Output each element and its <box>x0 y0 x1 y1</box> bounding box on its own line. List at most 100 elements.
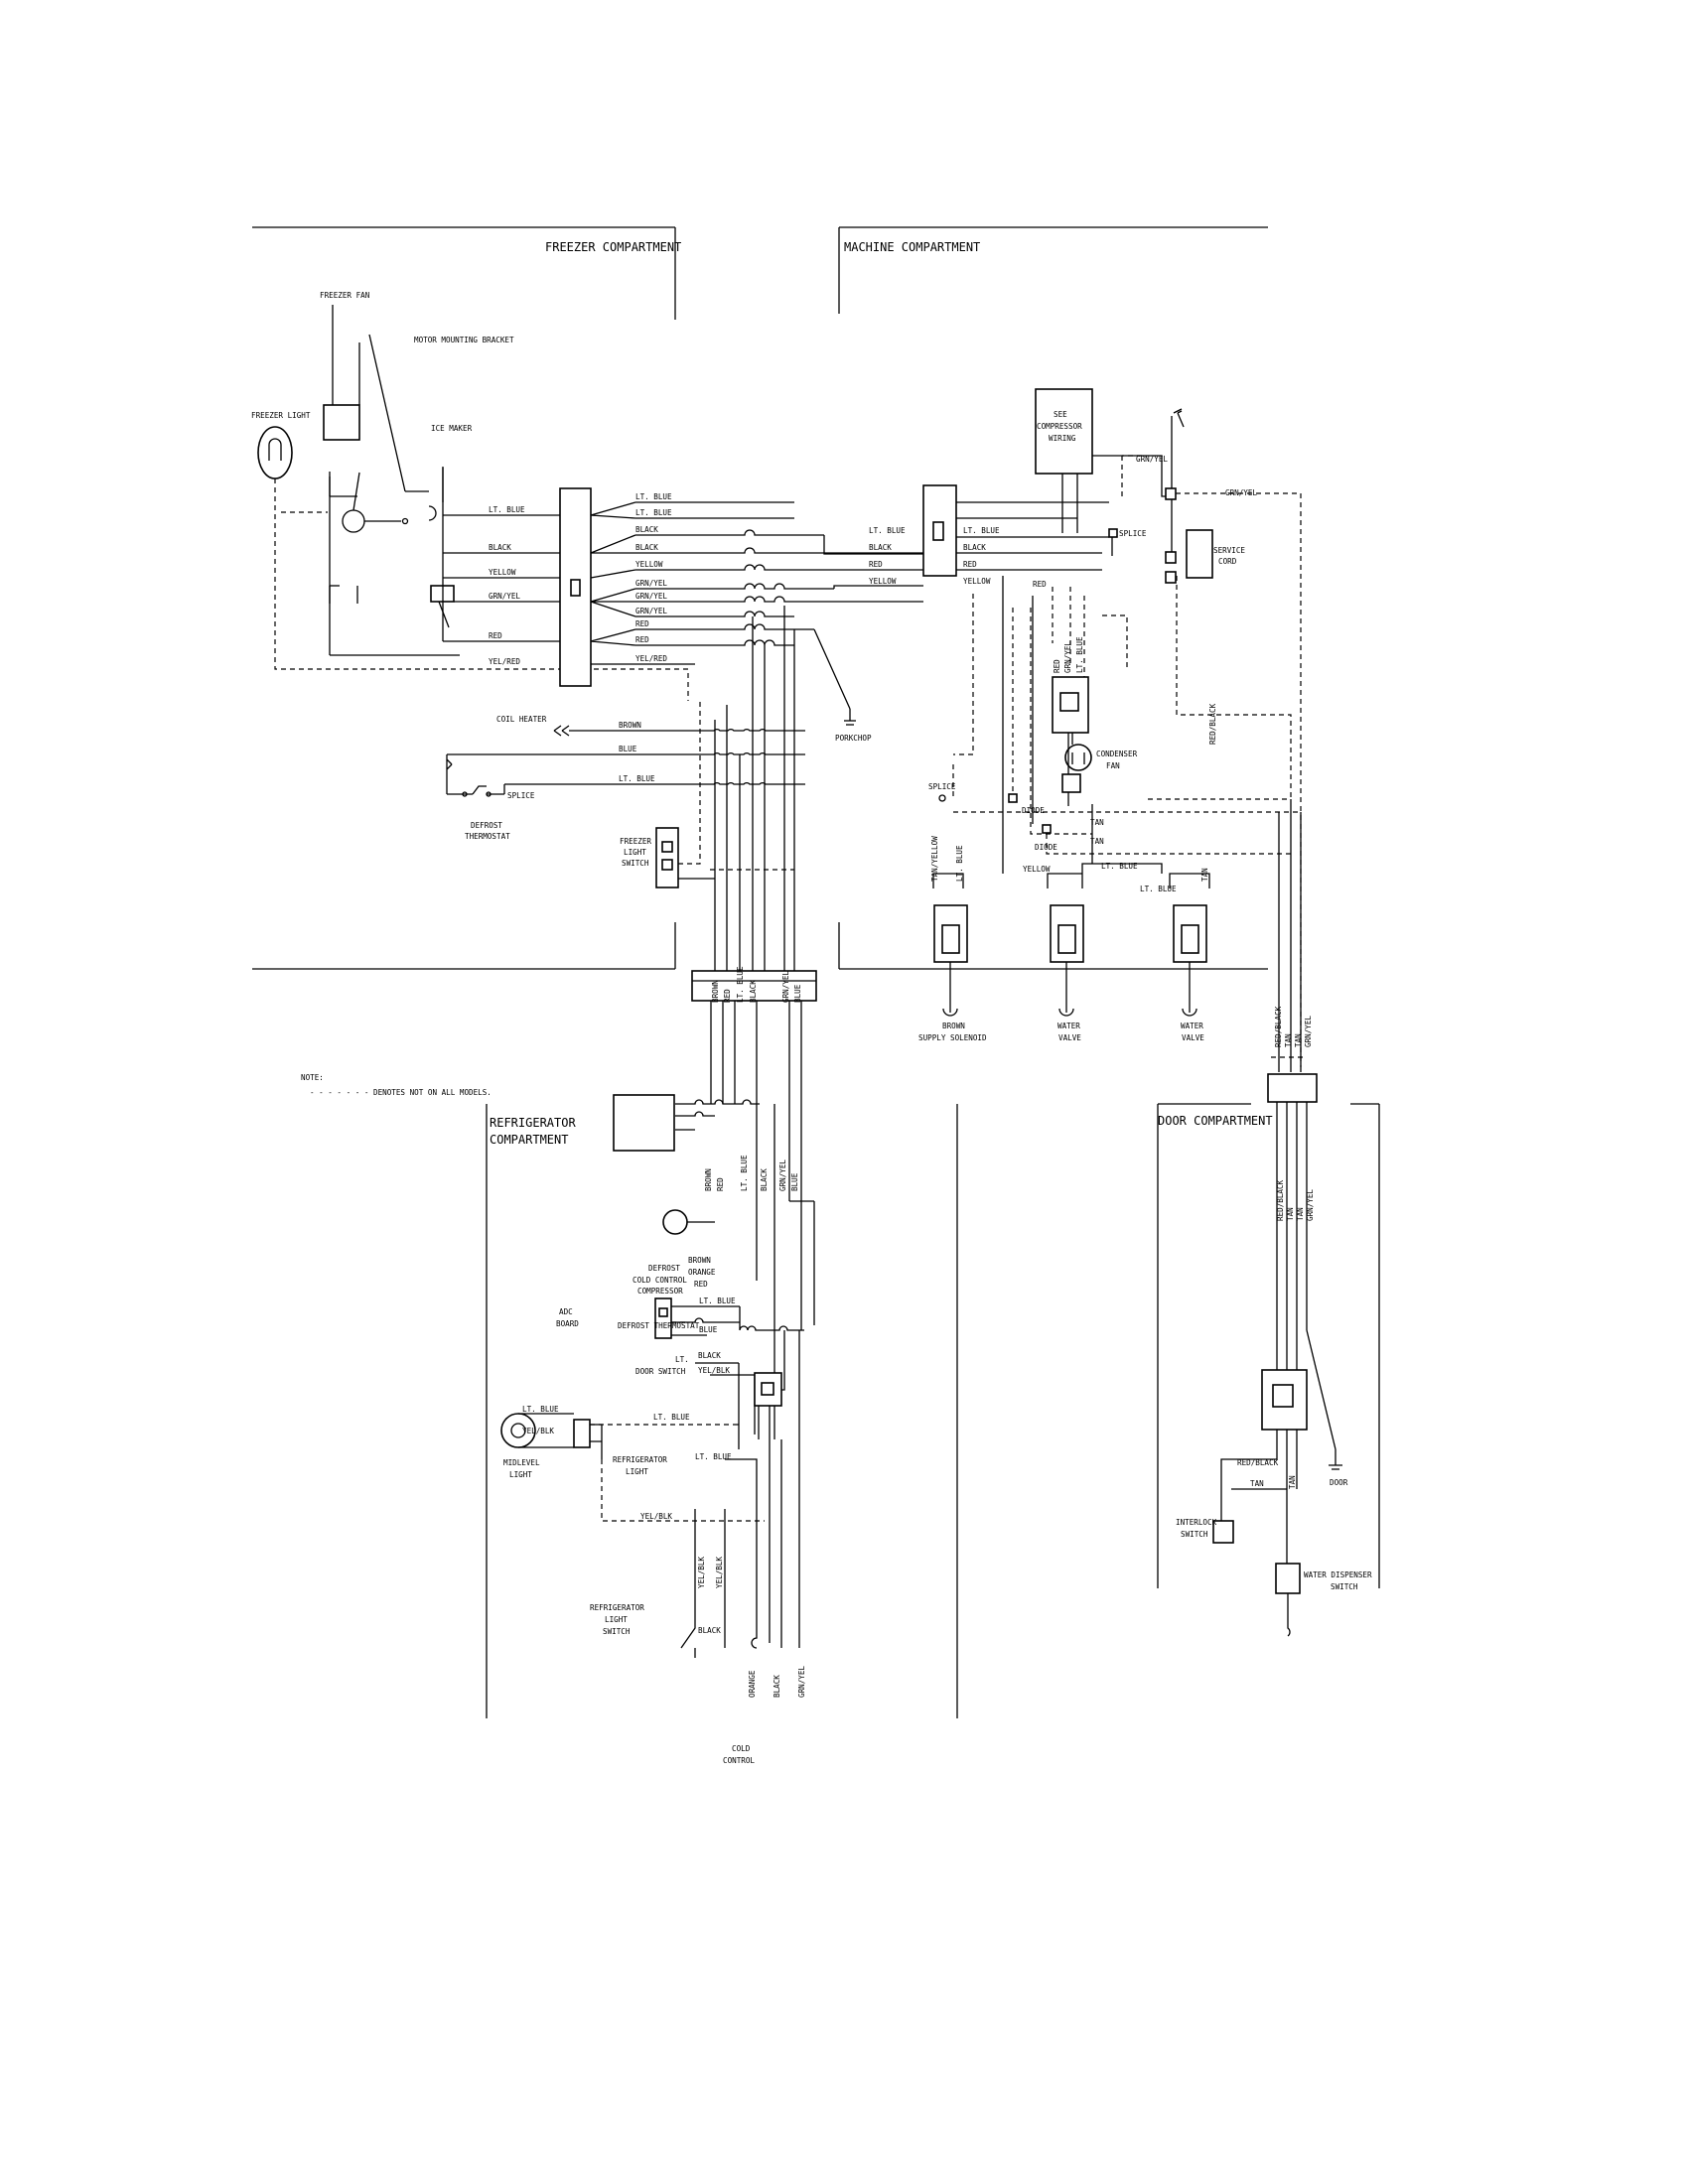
fz-r-wire-1: LT. BLUE <box>635 492 672 501</box>
ref-switch-label-1: REFRIGERATOR <box>590 1603 644 1612</box>
bundle-tan-1: TAN <box>1284 1033 1293 1047</box>
porkchop-ground-icon <box>844 709 856 726</box>
freezer-connector-block <box>559 487 592 687</box>
bottom-wire-black: BLACK <box>773 1675 781 1698</box>
valve-wiring <box>938 576 1301 874</box>
fz-r-wire-6: GRN/YEL <box>635 579 667 588</box>
ref-yelblk-1: YEL/BLK <box>698 1366 730 1375</box>
mc-red-label: RED <box>1033 580 1047 589</box>
door-redblack: RED/BLACK <box>1237 1458 1279 1467</box>
ref-light-bulb <box>662 1209 715 1235</box>
defrost-label-1: DEFROST <box>648 1264 680 1273</box>
adc-board-label-2: BOARD <box>556 1319 579 1328</box>
motor-bracket-label: MOTOR MOUNTING BRACKET <box>414 336 514 344</box>
conn-wire-ltblue: LT. BLUE <box>736 966 745 1003</box>
fz-r-wire-11: YEL/RED <box>635 654 667 663</box>
compressor-label-3: WIRING <box>1049 434 1076 443</box>
refrigerator-harness <box>613 1001 815 1439</box>
bottom-wire-orange: ORANGE <box>748 1670 757 1698</box>
fz-splice-label: SPLICE <box>507 791 535 800</box>
mc-out-ltblue: LT. BLUE <box>963 526 1000 535</box>
central-connector <box>691 970 817 1002</box>
freezer-left-wires <box>442 467 560 642</box>
ref-switch-label-2: LIGHT <box>605 1615 628 1624</box>
fz-wire-black: BLACK <box>489 543 511 552</box>
ref-blue: BLUE <box>699 1325 718 1334</box>
mc-tan-2: TAN <box>1090 837 1104 846</box>
ref-wire-blue: BLUE <box>790 1172 799 1191</box>
condenser-fan-label: CONDENSER <box>1096 750 1138 758</box>
bottom-wire-grnyel: GRN/YEL <box>797 1666 806 1698</box>
section-frames <box>252 226 1380 1718</box>
cold-control-wires <box>769 1330 800 1648</box>
ref-ltblue-4: LT. BLUE <box>695 1452 732 1461</box>
mc-grnyel-2: GRN/YEL <box>1225 488 1257 497</box>
conn-wire-brown: BROWN <box>711 980 720 1003</box>
valve1-label: BROWN <box>942 1022 965 1030</box>
valve1-label-2: SUPPLY SOLENOID <box>918 1033 987 1042</box>
cold-control-label: COLD <box>732 1744 751 1753</box>
ref-wire-brown: BROWN <box>704 1168 713 1191</box>
heater-wire-brown: BROWN <box>619 721 641 730</box>
fz-r-wire-3: BLACK <box>635 525 658 534</box>
fz-wire-red: RED <box>489 631 502 640</box>
mc-out-yellow: YELLOW <box>963 577 991 586</box>
midlevel-light <box>500 1413 765 1658</box>
heater-wire-blue: BLUE <box>619 745 637 753</box>
service-cord-label-1: SERVICE <box>1213 546 1245 555</box>
defrost-label-2: COLD CONTROL <box>633 1276 687 1285</box>
ref-ltblue-2: LT. BLUE <box>522 1405 559 1414</box>
ref-black-2: BLACK <box>698 1626 721 1635</box>
freezer-light-dashed-wire <box>274 478 689 701</box>
door-tan: TAN <box>1250 1479 1264 1488</box>
color-stack-3: RED <box>694 1280 708 1289</box>
compressor-label-2: COMPRESSOR <box>1037 422 1082 431</box>
mc-valve-wire-2: LT. BLUE <box>955 845 964 882</box>
refrigerator-compartment-title-2: COMPARTMENT <box>490 1133 568 1147</box>
bundle-tan-2: TAN <box>1294 1033 1303 1047</box>
valve3-label: WATER <box>1181 1022 1203 1030</box>
fz-r-wire-10: RED <box>635 635 649 644</box>
ref-wire-grnyel: GRN/YEL <box>778 1160 787 1191</box>
freezer-light <box>257 426 293 479</box>
defrost-thermostat-label-2: THERMOSTAT <box>465 832 510 841</box>
ice-maker <box>329 468 460 656</box>
valve3-label-2: VALVE <box>1182 1033 1204 1042</box>
cold-control-label-2: CONTROL <box>723 1756 755 1765</box>
fz-r-wire-4: BLACK <box>635 543 658 552</box>
machine-compartment-title: MACHINE COMPARTMENT <box>844 240 980 254</box>
freezer-fan-label: FREEZER FAN <box>320 291 370 300</box>
door-tan-vertical: TAN <box>1288 1475 1297 1489</box>
defrost-thermostat-ref: DEFROST THERMOSTAT <box>618 1321 700 1330</box>
coil-heater-label: COIL HEATER <box>496 715 547 724</box>
fz-r-wire-7: GRN/YEL <box>635 592 667 601</box>
door-switch-label-1: LT. <box>675 1355 689 1364</box>
defrost-thermostat-label: DEFROST <box>471 821 502 830</box>
mc-grnyel-1: GRN/YEL <box>1136 455 1168 464</box>
valve2-label: WATER <box>1057 1022 1080 1030</box>
mc-out-black: BLACK <box>963 543 986 552</box>
interlock-switch-label-2: SWITCH <box>1181 1530 1208 1539</box>
bundle-redblack: RED/BLACK <box>1274 1006 1283 1047</box>
note-text: - - - - - - - DENOTES NOT ON ALL MODELS. <box>310 1088 492 1097</box>
main-harness-verticals <box>708 606 805 971</box>
condenser-fan-label-2: FAN <box>1106 761 1120 770</box>
door-label: DOOR <box>1330 1478 1348 1487</box>
ice-maker-label: ICE MAKER <box>431 424 473 433</box>
conn-wire-black: BLACK <box>749 980 758 1003</box>
door-circuit <box>1212 1329 1342 1637</box>
mc-tan-3: TAN <box>1200 868 1209 882</box>
ref-vert-yelblk-2: YEL/BLK <box>715 1557 724 1588</box>
ref-yelblk-3: YEL/BLK <box>640 1512 672 1521</box>
fz-light-switch-label: FREEZER <box>620 837 651 846</box>
mc-in-yellow: YELLOW <box>869 577 897 586</box>
fz-wire-ltblue: LT. BLUE <box>489 505 525 514</box>
mc-red-black: RED/BLACK <box>1208 703 1217 745</box>
valve2-label-2: VALVE <box>1058 1033 1081 1042</box>
coil-heater-wiring <box>446 725 708 797</box>
midlevel-light-label-2: LIGHT <box>509 1470 532 1479</box>
ref-wire-ltblue: LT. BLUE <box>740 1155 749 1191</box>
conn-wire-grnyel: GRN/YEL <box>781 971 790 1003</box>
mc-in-black: BLACK <box>869 543 892 552</box>
